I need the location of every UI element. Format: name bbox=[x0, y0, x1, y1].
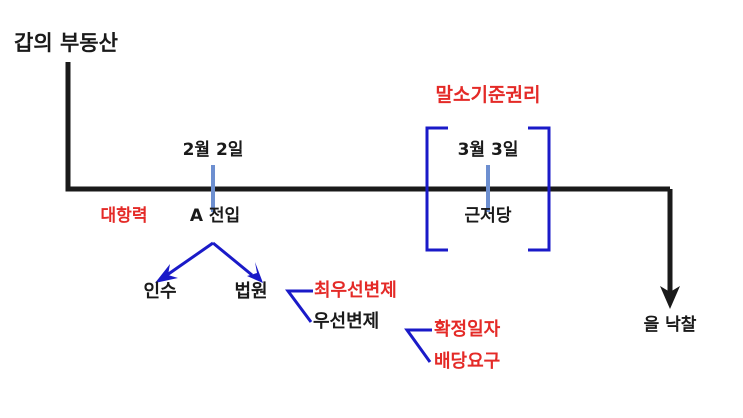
diagram-title: 갑의 부동산 bbox=[14, 31, 118, 55]
event-date-1: 2월 2일 bbox=[182, 140, 244, 160]
branch-arrow-right-shaft bbox=[212, 241, 253, 277]
event-name-2: 근저당 bbox=[464, 206, 512, 226]
court-outcome-useon: 우선변제 bbox=[313, 311, 380, 332]
branch-arrow-right-head bbox=[247, 262, 263, 283]
priority-condition-hwakjeong: 확정일자 bbox=[434, 319, 501, 340]
branch-option-beopwon: 법원 bbox=[234, 281, 268, 302]
court-outcome-connector bbox=[285, 289, 313, 323]
event-name-1: A 전입 bbox=[189, 206, 241, 226]
event-note-daehangryeok: 대항력 bbox=[100, 206, 148, 226]
priority-condition-connector bbox=[404, 328, 432, 363]
timeline-end-label: 을 낙찰 bbox=[643, 315, 697, 335]
event-date-2: 3월 3일 bbox=[457, 140, 519, 160]
court-outcome-choeuseon: 최우선변제 bbox=[314, 280, 397, 301]
bracket-label-malso: 말소기준권리 bbox=[435, 84, 541, 106]
priority-condition-baedang: 배당요구 bbox=[434, 351, 501, 372]
bracket-right bbox=[528, 126, 551, 252]
branch-arrow-left-shaft bbox=[166, 241, 214, 277]
timeline-end-arrow-head bbox=[660, 286, 680, 309]
timeline-main-path bbox=[65, 62, 670, 192]
branch-option-insu: 인수 bbox=[143, 281, 177, 302]
bracket-left bbox=[425, 126, 448, 252]
